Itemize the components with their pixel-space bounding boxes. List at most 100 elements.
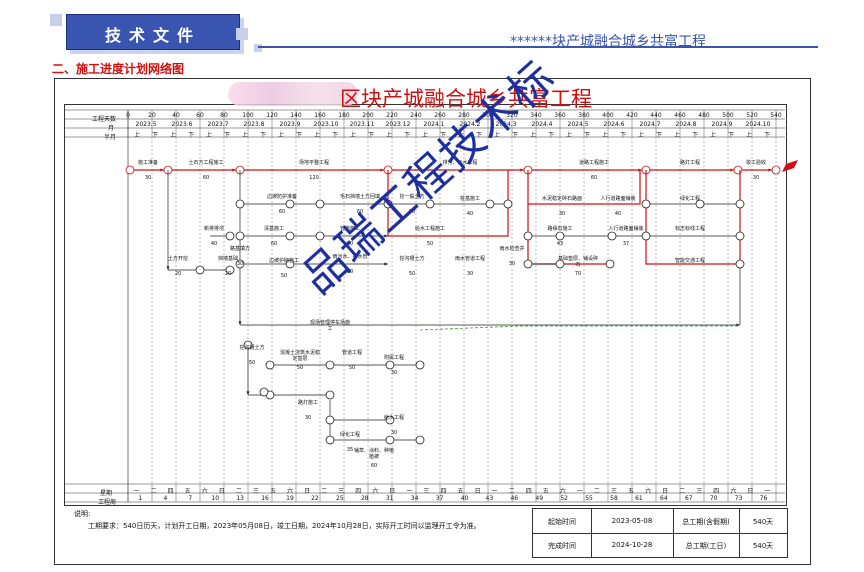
work-week-label: 16 — [261, 495, 269, 502]
weekday-label: 二 — [593, 488, 600, 495]
month-tick-label: 2024.6 — [603, 121, 625, 128]
task-label: 路灯施工 — [297, 400, 318, 406]
weekday-label: 六 — [372, 488, 379, 495]
row-label-month: 月 — [108, 125, 115, 132]
task-label: 桩基施工 — [459, 196, 480, 202]
work-week-label: 73 — [734, 495, 743, 502]
half-month-label: 下 — [763, 132, 770, 139]
month-tick-label: 2024.2 — [459, 121, 481, 128]
work-week-label: 37 — [435, 495, 444, 502]
weekday-label: 日 — [304, 488, 311, 495]
weekday-label: 三 — [696, 488, 703, 495]
half-month-label: 下 — [187, 132, 194, 139]
half-month-label: 上 — [709, 132, 716, 139]
task-duration: 43 — [556, 241, 564, 247]
work-week-label: 55 — [585, 495, 593, 502]
critical-activity-arrow-head — [232, 168, 236, 172]
task-label: 边坡防护准备 — [266, 194, 297, 200]
weekday-label: 六 — [559, 488, 566, 495]
critical-activity-arrow-head — [768, 168, 772, 172]
half-month-label: 上 — [421, 132, 428, 139]
notes-heading: 说明: — [74, 510, 91, 518]
half-month-label: 上 — [601, 132, 608, 139]
half-month-label: 下 — [691, 132, 698, 139]
start-time-value: 2023-05-08 — [611, 517, 653, 525]
half-month-label: 上 — [349, 132, 356, 139]
network-node — [503, 199, 513, 209]
weekday-label: 六 — [286, 488, 293, 495]
task-label: 土方开挖 — [167, 256, 188, 262]
half-month-label: 上 — [241, 132, 248, 139]
network-node — [315, 231, 325, 241]
end-marker — [782, 160, 798, 172]
half-month-label: 下 — [655, 132, 662, 139]
weekday-label: 五 — [184, 488, 191, 495]
task-label: 路灯工程 — [679, 160, 700, 166]
weekday-label: 五 — [628, 488, 635, 495]
task-duration: 30 — [752, 175, 760, 181]
work-week-label: 67 — [684, 495, 693, 502]
critical-activity-arrow-head — [380, 168, 384, 172]
month-tick-label: 2023.10 — [313, 121, 339, 128]
task-label: 雨水检查井 — [499, 246, 525, 252]
work-week-label: 19 — [286, 495, 294, 502]
task-duration: 37 — [622, 241, 630, 247]
task-duration: 60 — [278, 209, 286, 215]
activity-arrow-head — [384, 234, 388, 238]
section-title: 二、施工进度计划网络图 — [52, 62, 185, 76]
weekday-label: 三 — [423, 488, 430, 495]
task-duration: 70 — [574, 271, 582, 277]
network-node — [259, 387, 269, 397]
task-duration: 20 — [224, 271, 232, 277]
network-node — [265, 360, 275, 370]
network-node — [771, 165, 781, 175]
month-tick-label: 2024.4 — [531, 121, 553, 128]
weekday-label: 三 — [338, 488, 345, 495]
network-node — [425, 199, 435, 209]
half-month-label: 上 — [529, 132, 536, 139]
critical-subpath — [645, 170, 741, 265]
start-time-label: 起始时间 — [548, 518, 576, 526]
network-node — [235, 231, 245, 241]
weekday-label: 六 — [730, 488, 737, 495]
half-month-label: 下 — [475, 132, 482, 139]
month-tick-label: 2024.3 — [495, 121, 517, 128]
network-node — [735, 259, 745, 269]
task-label: 路缘石施工 — [547, 226, 573, 232]
half-month-label: 下 — [151, 132, 158, 139]
network-node — [607, 231, 617, 241]
network-node — [225, 265, 235, 275]
work-week-label: 1 — [138, 495, 143, 502]
weekday-label: 日 — [747, 488, 754, 495]
critical-activity-arrow-head — [160, 168, 164, 172]
critical-subpath — [387, 170, 509, 237]
critical-subpath — [527, 170, 641, 205]
weekday-label: 二 — [321, 488, 328, 495]
critical-activity-arrow-head — [520, 168, 524, 172]
task-duration: 60 — [202, 175, 210, 181]
half-month-label: 上 — [493, 132, 500, 139]
network-node — [325, 390, 335, 400]
weekday-label: 四 — [167, 488, 174, 495]
weekday-label: 日 — [218, 488, 225, 495]
work-week-label: 7 — [188, 495, 193, 502]
work-duration-value: 540天 — [752, 542, 774, 550]
task-label: 清基施工 — [263, 226, 284, 232]
activity-arrow-head — [246, 391, 250, 395]
diagram-inner-frame — [64, 104, 787, 506]
half-month-label: 下 — [583, 132, 590, 139]
header-deco-square — [254, 44, 262, 52]
network-node — [485, 199, 495, 209]
network-node — [325, 415, 335, 425]
network-node — [523, 231, 533, 241]
task-label: 管道施工 — [339, 226, 360, 232]
month-tick-label: 2024.5 — [567, 121, 589, 128]
header-tab-label: 技术文件 — [104, 26, 201, 45]
task-label: 铺草、涂料、种植植被 — [353, 448, 394, 460]
work-week-label: 34 — [410, 495, 419, 502]
diagram-title: 区块产城融合城乡共富工程 — [340, 87, 592, 111]
task-label: 挖沟槽土方 — [239, 345, 265, 351]
network-node — [641, 199, 651, 209]
half-month-label: 上 — [673, 132, 680, 139]
network-node — [415, 360, 425, 370]
